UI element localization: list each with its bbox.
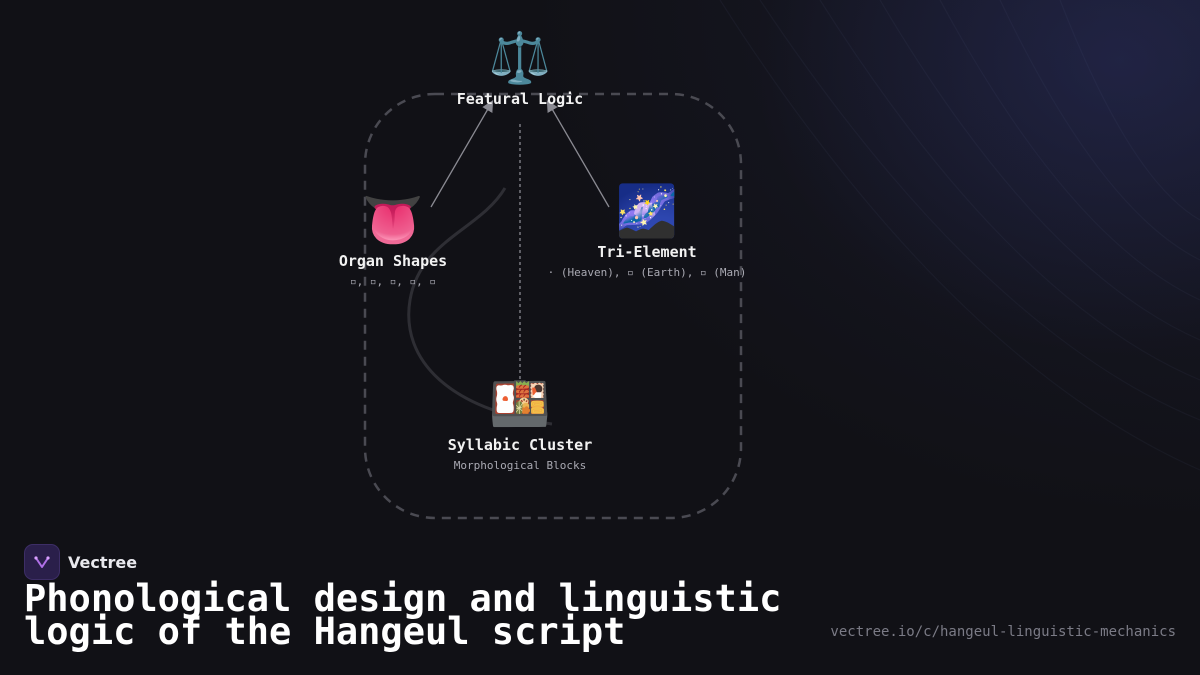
node-sublabel: ▫, ▫, ▫, ▫, ▫ <box>349 275 437 288</box>
background-arcs <box>719 0 1200 471</box>
node-sublabel: · (Heaven), ▫ (Earth), ▫ (Man) <box>547 266 747 279</box>
brand-name: Vectree <box>68 552 138 572</box>
edge-organ-to-featural <box>430 99 494 208</box>
node-organ-shapes: 👅 Organ Shapes ▫, ▫, ▫, ▫, ▫ <box>339 192 447 288</box>
edge-tri-to-featural <box>546 99 610 208</box>
balance-scale-icon: ⚖️ <box>488 29 552 87</box>
node-syllabic-cluster: 🍱 Syllabic Cluster Morphological Blocks <box>448 376 593 472</box>
node-label: Featural Logic <box>456 90 584 108</box>
brand[interactable]: Vectree <box>24 544 137 580</box>
source-url[interactable]: vectree.io/c/hangeul-linguistic-mechanic… <box>830 624 1176 640</box>
node-tri-element: 🌌 Tri-Element · (Heaven), ▫ (Earth), ▫ (… <box>548 183 747 279</box>
curve-connector <box>407 187 553 426</box>
node-label: Tri-Element <box>597 243 697 261</box>
tongue-icon: 👅 <box>361 191 425 249</box>
node-sublabel: Morphological Blocks <box>453 459 587 472</box>
vectree-logo-icon <box>24 544 60 580</box>
node-featural-logic: ⚖️ Featural Logic <box>457 30 583 108</box>
node-label: Syllabic Cluster <box>447 436 593 454</box>
node-label: Organ Shapes <box>338 252 448 270</box>
page-title: Phonological design and linguistic logic… <box>24 577 782 653</box>
bento-box-icon: 🍱 <box>488 375 552 433</box>
milky-way-icon: 🌌 <box>615 182 679 240</box>
group-boundary <box>363 92 743 520</box>
